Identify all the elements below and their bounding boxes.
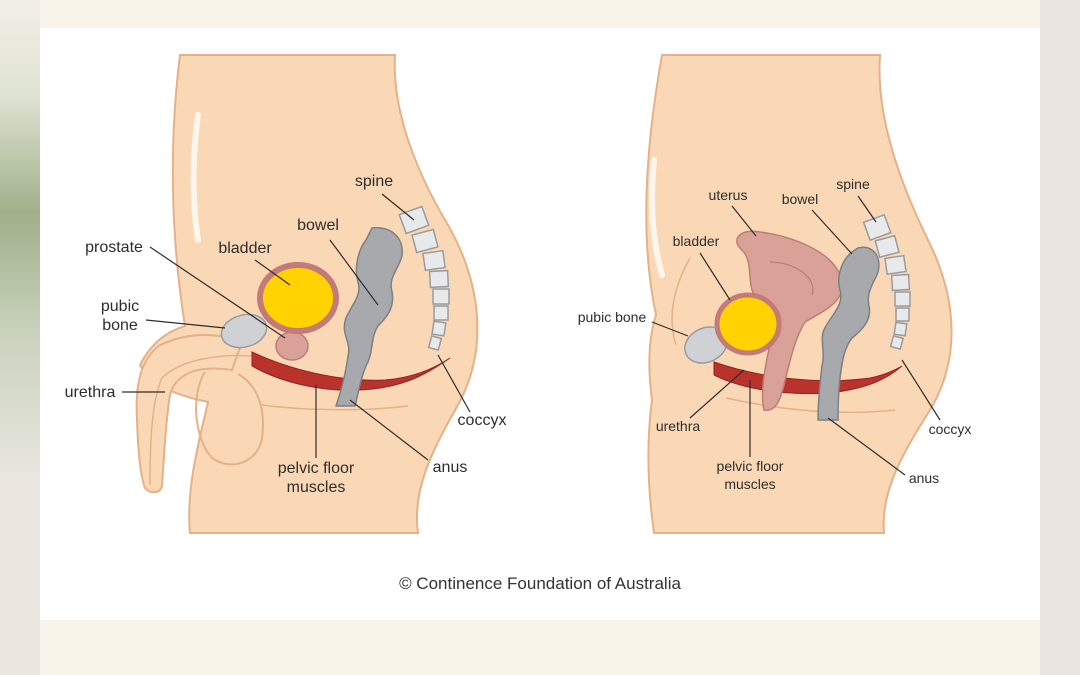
female-bowel: [817, 246, 880, 421]
label-anus: anus: [433, 459, 468, 476]
background-photo: [0, 0, 40, 475]
male-bowel: [334, 227, 403, 407]
label-muscles: muscles: [287, 479, 346, 496]
label-bladder: bladder: [218, 240, 272, 257]
label-bowel: bowel: [297, 217, 339, 234]
label-bladder-female: bladder: [673, 233, 720, 249]
male-pelvic-floor-muscle: [251, 351, 451, 391]
background-left: [0, 475, 40, 675]
label-urethra-female: urethra: [656, 418, 701, 434]
label-prostate: prostate: [85, 239, 143, 256]
label-spine: spine: [355, 173, 393, 190]
label-pubic-bone-female: pubic bone: [578, 309, 647, 325]
label-urethra: urethra: [65, 384, 116, 401]
label-bone: bone: [102, 317, 138, 334]
label-muscles-female: muscles: [724, 476, 775, 492]
label-anus-female: anus: [909, 470, 939, 486]
label-spine-female: spine: [836, 176, 870, 192]
female-spine: [862, 213, 911, 351]
label-pelvic-floor-female: pelvic floor: [717, 458, 784, 474]
label-pubic: pubic: [101, 298, 139, 315]
label-coccyx-female: coccyx: [929, 421, 972, 437]
label-pelvic-floor: pelvic floor: [278, 460, 355, 477]
male-figure: spine bowel bladder prostate pubic bone …: [65, 54, 507, 534]
background-right: [1040, 0, 1080, 675]
male-spine: [398, 205, 450, 352]
label-coccyx: coccyx: [458, 412, 507, 429]
male-prostate: [275, 331, 309, 361]
label-uterus: uterus: [709, 187, 748, 203]
label-bowel-female: bowel: [782, 191, 819, 207]
male-penis: [135, 333, 244, 494]
female-figure: uterus bowel spine bladder pubic bone ur…: [578, 54, 972, 534]
male-scrotum: [195, 371, 264, 466]
female-bladder: [714, 292, 782, 356]
male-bladder: [257, 262, 339, 334]
copyright-notice: © Continence Foundation of Australia: [399, 574, 681, 593]
